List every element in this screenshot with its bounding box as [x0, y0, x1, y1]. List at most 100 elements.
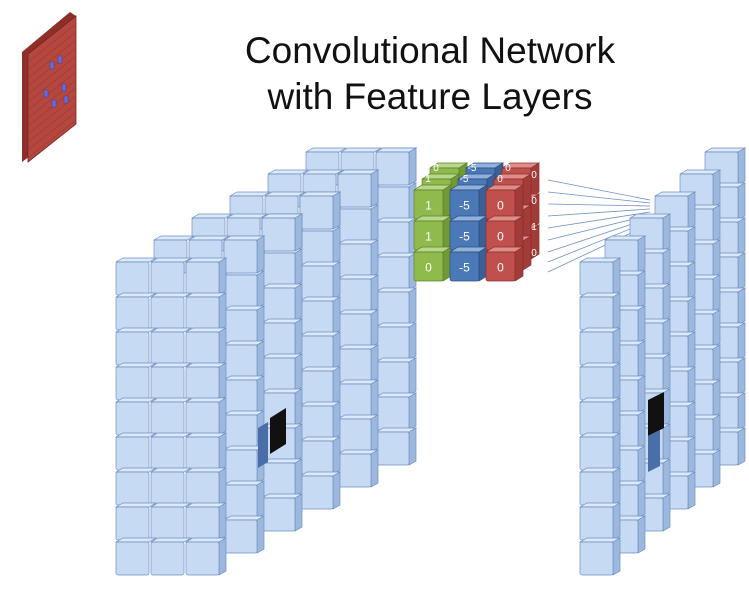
title-line-1: Convolutional Network — [244, 30, 616, 71]
connection-line — [547, 208, 651, 217]
input-cube-back — [298, 296, 342, 335]
input-cube-back — [260, 388, 304, 427]
input-image-mark — [51, 99, 57, 108]
filter-cube-blue: -5 — [448, 184, 489, 220]
filter-top-value-blue: -5 — [468, 163, 477, 174]
input-cube-back — [260, 493, 304, 532]
input-cube-back-top — [298, 191, 342, 230]
input-cube — [114, 362, 158, 401]
filter-cube-red: 0 — [484, 184, 525, 220]
input-cube-back — [222, 270, 266, 309]
filter-top-value-red: 0 — [505, 163, 511, 174]
filter-top-value-green: 0 — [441, 152, 447, 163]
filter-value-green: 0 — [425, 261, 432, 275]
filter-value-red: 0 — [497, 261, 504, 275]
input-cube — [114, 467, 158, 506]
input-cube — [149, 502, 193, 541]
input-cube — [184, 397, 228, 436]
input-cube-back — [374, 252, 418, 291]
input-cube — [149, 537, 193, 576]
filter-side-value-red: 0 — [539, 183, 545, 194]
input-cube-back — [222, 515, 266, 554]
feature-cube — [578, 257, 622, 296]
feature-patch-black — [648, 392, 664, 436]
filter-top-value-blue: -5 — [476, 152, 485, 163]
input-cube-back — [260, 318, 304, 357]
filter-top-value-green: 0 — [433, 163, 439, 174]
input-cube-back — [260, 248, 304, 287]
input-cube — [184, 432, 228, 471]
filter-side-value-red: 0 — [539, 209, 545, 220]
filter-value-red: 0 — [497, 230, 504, 244]
input-cube — [114, 432, 158, 471]
feature-cube — [578, 432, 622, 471]
input-cube — [184, 502, 228, 541]
filter-top-value-red: 0 — [513, 152, 519, 163]
title-line-2: with Feature Layers — [267, 76, 593, 117]
input-cube-back — [298, 261, 342, 300]
input-cube-back — [374, 322, 418, 361]
input-cube-back — [336, 239, 380, 278]
input-cube-back — [260, 458, 304, 497]
input-cube-back-top — [222, 235, 266, 274]
input-cube — [114, 327, 158, 366]
filter-cube-blue: -5 — [448, 246, 489, 282]
filter-side-value-red: 0 — [531, 170, 537, 181]
filter-value-green: 1 — [425, 199, 432, 213]
diagram-title: Convolutional Network with Feature Layer… — [150, 28, 710, 120]
input-image-mark — [49, 61, 55, 70]
input-cube-back — [374, 427, 418, 466]
input-cube-back — [374, 392, 418, 431]
input-image-grid-row — [27, 63, 77, 103]
input-cube-back — [298, 366, 342, 405]
input-cube-back — [298, 471, 342, 510]
input-image-grid-row — [27, 39, 77, 79]
input-cube-back-top — [260, 213, 304, 252]
input-cube-back — [222, 305, 266, 344]
input-image-grid-row — [27, 23, 77, 63]
input-image-mark — [61, 83, 67, 92]
input-cube-back — [260, 353, 304, 392]
filter-top-value-green: 1 — [425, 174, 431, 185]
input-cube — [114, 257, 158, 296]
input-cube-back — [336, 449, 380, 488]
filter-cube-green: 0 — [412, 246, 453, 282]
input-cube-back — [222, 375, 266, 414]
input-cube — [149, 327, 193, 366]
input-image-grid-row — [27, 31, 77, 71]
input-cube-back — [222, 480, 266, 519]
input-cube-back — [374, 182, 418, 221]
input-patch-side — [258, 422, 268, 468]
filter-cube-red: 0 — [484, 246, 525, 282]
feature-cube — [578, 292, 622, 331]
filter-side-value-red: 0 — [531, 248, 537, 259]
feature-cube — [578, 327, 622, 366]
input-cube — [184, 327, 228, 366]
feature-cube — [578, 537, 622, 576]
input-cube-back-top — [336, 169, 380, 208]
filter-side-value-red: 1 — [539, 235, 545, 246]
feature-cube — [578, 362, 622, 401]
input-cube — [114, 537, 158, 576]
input-image-grid-row — [27, 79, 77, 119]
input-cube — [114, 397, 158, 436]
input-cube-back — [298, 331, 342, 370]
feature-layer-cube-block — [578, 147, 747, 576]
input-cube — [149, 362, 193, 401]
input-layer-cube-block — [114, 147, 418, 576]
connection-line — [547, 191, 651, 204]
input-cube — [184, 292, 228, 331]
input-image-grid-row — [27, 119, 77, 159]
input-cube-back — [374, 287, 418, 326]
input-cube-back — [298, 401, 342, 440]
input-cube-back — [336, 344, 380, 383]
feature-cube — [578, 467, 622, 506]
input-image-grid-row — [27, 111, 77, 151]
input-cube-back — [222, 340, 266, 379]
input-image-mark — [43, 89, 49, 98]
input-image-grid-row — [27, 103, 77, 143]
input-cube-back-top — [374, 147, 418, 186]
input-image-thumbnail — [22, 12, 77, 163]
input-image-grid-row — [27, 55, 77, 95]
